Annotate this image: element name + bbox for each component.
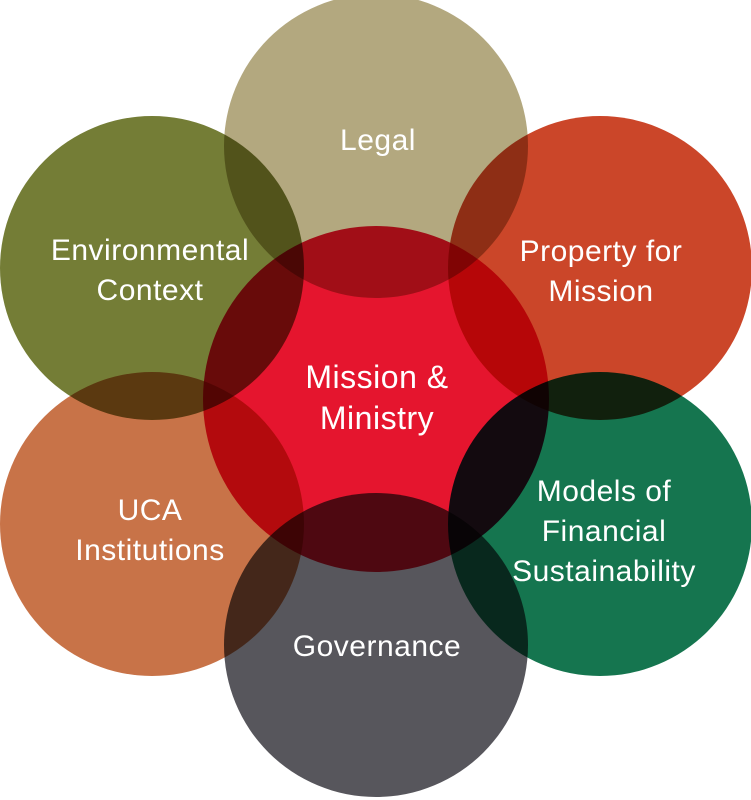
mission-ministry-circle	[203, 226, 549, 572]
